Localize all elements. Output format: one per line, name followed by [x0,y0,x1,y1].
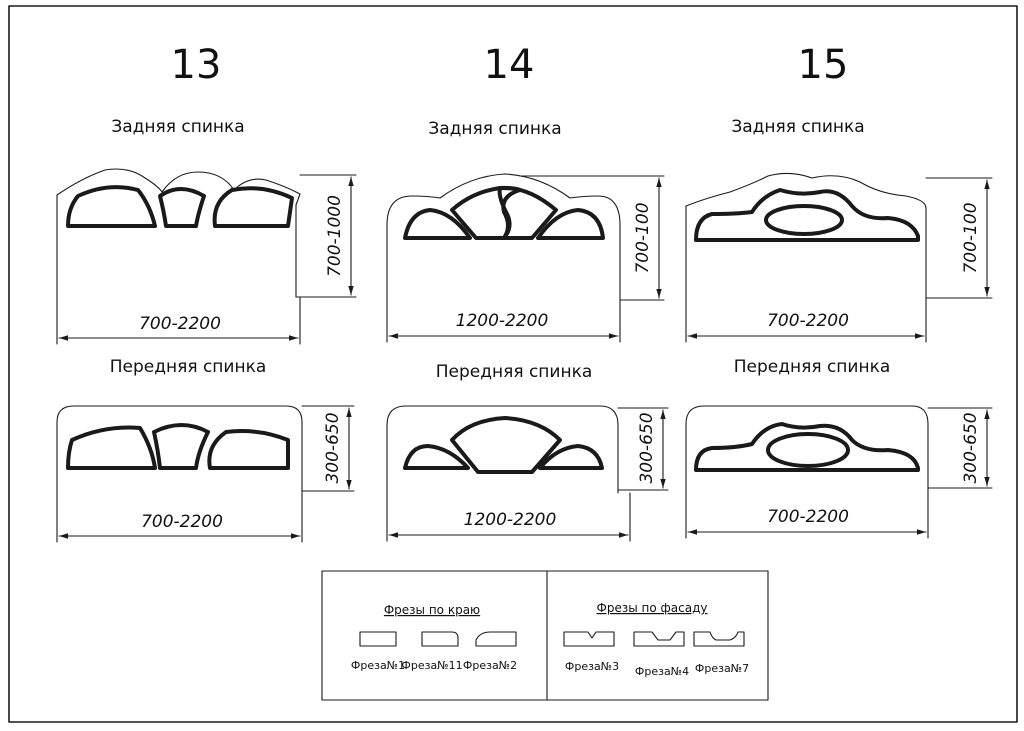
front-panel-left [66,425,157,470]
front-label: Передняя спинка [734,357,891,377]
cutter-2-label: Фреза№2 [463,659,517,672]
cutter-legend: Фрезы по краю Фрезы по фасаду Фреза№1 Фр… [321,570,769,701]
front-height-text: 300-650 [637,412,657,483]
front-outline [685,405,929,491]
back-headboard [386,173,621,301]
back-height-text: 700-1000 [325,195,345,277]
back-panel-oval [764,204,844,236]
front-outline [386,405,619,494]
back-width-text: 700-2200 [139,314,221,334]
design-13: 13 Задняя спинка 700-1000 700-2200 Перед… [56,42,357,543]
cutter-1-profile [359,631,397,647]
front-panel-wave [694,422,920,472]
back-outline [56,168,301,298]
back-headboard [685,172,927,299]
cutter-11-profile [421,631,459,647]
back-height-text: 700-100 [633,202,653,273]
front-panel-center [450,416,562,474]
front-panel-oval [766,432,850,468]
back-height-text: 700-100 [961,202,981,273]
front-height-text: 300-650 [323,412,343,483]
facade-cutters-title: Фрезы по фасаду [597,601,708,615]
front-panel-left [403,444,470,470]
back-panel-right [536,208,605,240]
cutter-7-label: Фреза№7 [695,662,749,675]
front-height-text: 300-650 [961,412,981,483]
front-label: Передняя спинка [436,362,593,382]
front-width-text: 700-2200 [767,507,849,527]
back-panel-center-right [497,185,558,240]
back-label: Задняя спинка [731,117,864,137]
front-panel-right [207,429,290,470]
cutter-1-label: Фреза№1 [351,659,405,672]
front-footboard [56,405,303,497]
front-width-text: 700-2200 [141,512,223,532]
back-panel-center [158,187,206,228]
edge-cutters-title: Фрезы по краю [384,603,480,617]
back-headboard [56,168,301,298]
back-label: Задняя спинка [428,119,561,139]
design-15: 15 Задняя спинка 700-100 700-2200 Передн… [685,42,993,539]
cutter-2-profile [475,631,517,647]
cutter-3-profile [563,631,615,647]
back-outline [685,172,927,299]
front-panel-center [152,423,210,470]
front-width-text: 1200-2200 [464,510,557,530]
front-outline [56,405,303,497]
legend-box [321,570,769,701]
front-panel-right [538,444,604,470]
sheet-frame [8,5,1018,723]
back-panel-left [403,208,472,240]
cutter-7-profile [693,631,745,647]
back-outline [386,173,621,301]
front-footboard [386,405,619,494]
front-footboard [685,405,929,491]
front-label: Передняя спинка [110,357,267,377]
back-panel-left [66,185,157,228]
design-14: 14 Задняя спинка 700-100 1200-2200 Перед… [386,42,669,542]
design-number: 15 [798,42,849,88]
back-width-text: 1200-2200 [456,311,549,331]
design-number: 13 [171,42,222,88]
back-panel-wave [694,188,920,242]
cutter-4-label: Фреза№4 [635,665,689,678]
back-width-text: 700-2200 [767,311,849,331]
back-label: Задняя спинка [111,117,244,137]
cutter-3-label: Фреза№3 [565,660,619,673]
design-number: 14 [484,42,535,88]
back-panel-right [212,186,294,228]
cutter-4-profile [633,631,685,647]
cutter-11-label: Фреза№11 [401,659,462,672]
